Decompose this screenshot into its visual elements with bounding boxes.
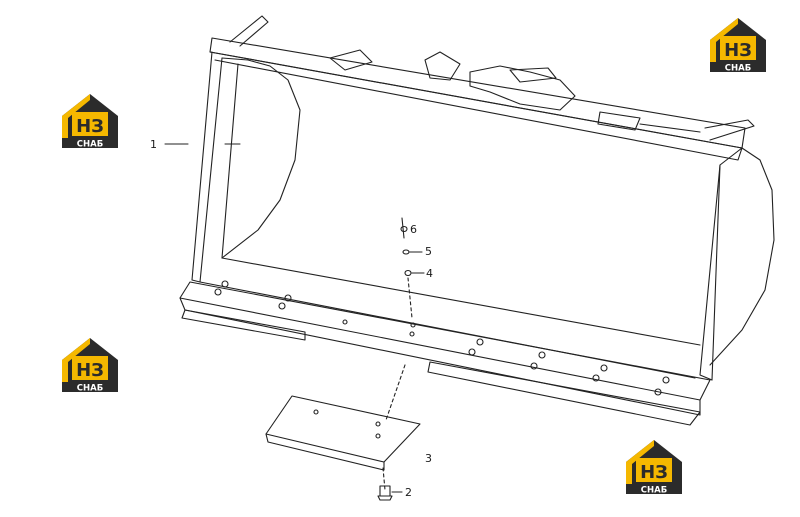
edge-bolts — [214, 280, 670, 396]
svg-text:НЗ: НЗ — [76, 116, 104, 137]
brand-logo-left-bottom: НЗ СНАБ — [58, 334, 122, 394]
bucket-right-side — [699, 147, 743, 381]
callout-2: 2 — [405, 486, 412, 499]
brand-logo-left-top: НЗ СНАБ — [58, 90, 122, 150]
callout-1: 1 — [150, 138, 157, 151]
callout-6: 6 — [410, 223, 417, 236]
bucket-top-rail — [209, 37, 746, 149]
svg-text:СНАБ: СНАБ — [77, 384, 103, 394]
bucket-cutting-edge — [179, 281, 711, 401]
callout-3: 3 — [425, 452, 432, 465]
bucket-left-side — [191, 51, 223, 283]
svg-text:НЗ: НЗ — [724, 40, 752, 61]
svg-text:НЗ: НЗ — [640, 462, 668, 483]
brand-logo-top-right: НЗ СНАБ — [706, 14, 770, 74]
svg-text:СНАБ: СНАБ — [641, 486, 667, 496]
svg-text:НЗ: НЗ — [76, 360, 104, 381]
callout-5: 5 — [425, 245, 432, 258]
callout-4: 4 — [426, 267, 433, 280]
svg-text:СНАБ: СНАБ — [725, 64, 751, 74]
brand-logo-bottom-right: НЗ СНАБ — [622, 436, 686, 496]
wear-plate — [265, 395, 421, 463]
svg-text:СНАБ: СНАБ — [77, 140, 103, 150]
fastener-stack — [400, 217, 416, 328]
